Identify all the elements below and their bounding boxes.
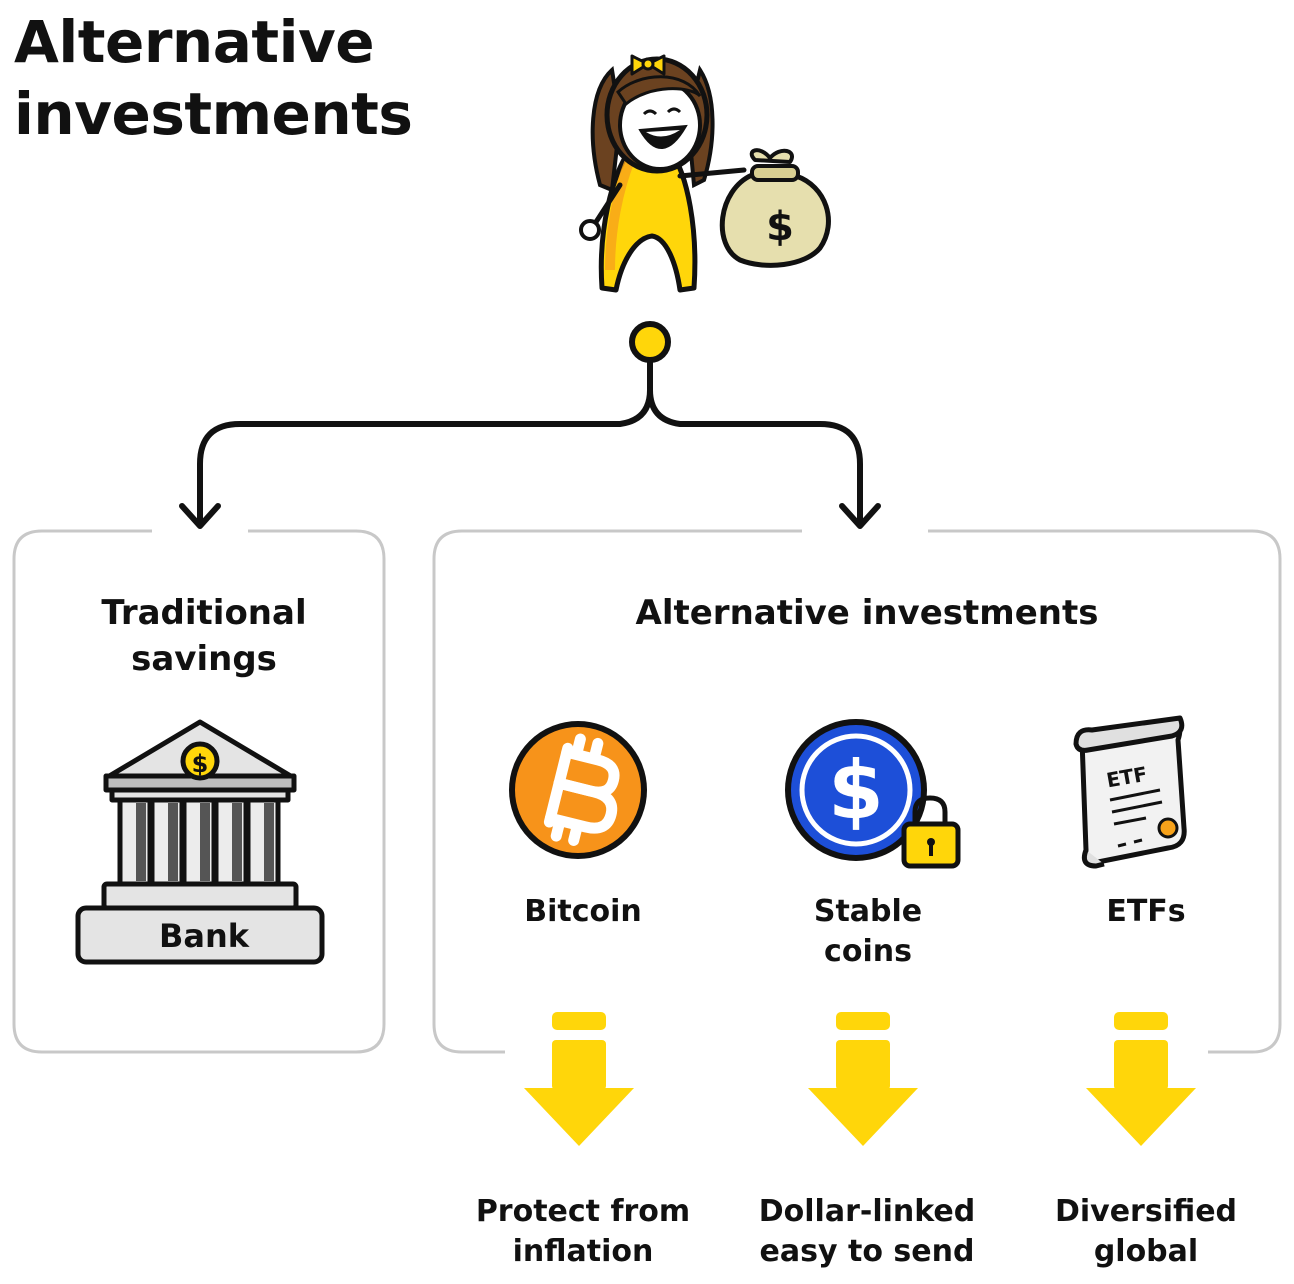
split-node <box>629 321 671 363</box>
etfs-label: ETFs <box>1106 894 1186 929</box>
etf-benefit-arrow <box>1086 1012 1196 1146</box>
bank-label: Bank <box>158 917 250 955</box>
stablecoin-dollar-symbol: $ <box>828 744 884 837</box>
stablecoins-label: Stable coins <box>813 894 923 969</box>
split-connector <box>179 357 881 529</box>
alternative-investments-box <box>432 529 1282 1054</box>
investor-girl-illustration: $ <box>579 54 831 293</box>
bank-icon <box>75 719 325 965</box>
bitcoin-benefit: Protect from inflation <box>475 1194 691 1269</box>
bitcoin-icon <box>509 721 647 859</box>
stablecoin-benefit-arrow <box>808 1012 918 1146</box>
etf-scroll-icon <box>1073 715 1187 869</box>
money-bag-icon: $ <box>719 148 831 268</box>
money-bag-dollar-symbol: $ <box>766 204 794 250</box>
stablecoin-benefit: Dollar-linked easy to send <box>758 1194 976 1269</box>
stablecoin-icon <box>785 719 927 861</box>
bank-coin-symbol: $ <box>192 750 209 778</box>
alternative-investments-heading: Alternative investments <box>635 593 1099 633</box>
bitcoin-label: Bitcoin <box>524 894 642 929</box>
traditional-savings-box <box>12 529 386 1054</box>
traditional-savings-heading: Traditional savings <box>101 593 307 679</box>
bitcoin-benefit-arrow <box>524 1012 634 1146</box>
lock-icon <box>901 795 961 869</box>
arrow-to-alternative <box>839 503 881 529</box>
title-line-1: Alternative <box>14 8 375 76</box>
etf-benefit: Diversified global <box>1054 1194 1238 1269</box>
benefit-arrows <box>524 1012 1196 1146</box>
arrow-to-traditional <box>179 503 221 529</box>
title-line-2: investments <box>14 80 413 148</box>
page-title: Alternative investments <box>14 6 413 150</box>
